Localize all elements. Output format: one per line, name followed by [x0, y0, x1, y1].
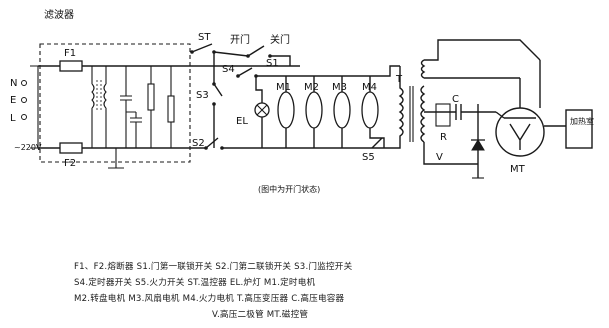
hv-capacitor-c-label: C — [452, 94, 459, 105]
wire-feed-left — [213, 51, 291, 66]
hv-capacitor-c — [424, 104, 478, 120]
s1-switch — [247, 45, 265, 57]
st-switch — [191, 43, 213, 53]
transformer-primary — [380, 66, 404, 149]
magnetron-leads — [495, 60, 541, 119]
lamp-el-cross — [256, 104, 268, 116]
s2-switch — [205, 137, 219, 149]
filter-capacitor-2 — [126, 111, 142, 148]
filament-winding — [420, 39, 541, 79]
fuse-f2 — [59, 142, 83, 154]
fuse-f1-label: F1 — [64, 48, 76, 59]
diagram-note: (图中为开门状态) — [258, 184, 320, 194]
terminal-e-label: E — [10, 95, 16, 106]
hv-loop — [423, 104, 479, 165]
magnetron-mt-label: MT — [510, 164, 526, 175]
wire-motor-bus-top — [256, 65, 400, 77]
s4-contact-a — [236, 74, 240, 78]
st-contact-a — [190, 50, 194, 54]
fuse-f1 — [59, 60, 83, 72]
st-label: ST — [198, 32, 211, 43]
terminal-n-label: N — [10, 78, 17, 89]
s4-switch — [237, 67, 253, 77]
filter-resistor-2 — [167, 95, 175, 123]
choke-right — [103, 66, 107, 148]
magnetron-internals — [504, 117, 536, 150]
ground-symbol — [108, 148, 124, 169]
heating-room-label: 加热室 — [570, 116, 594, 126]
s3-label: S3 — [196, 90, 209, 101]
filter-label: 滤波器 — [44, 8, 74, 21]
terminal-n — [21, 80, 27, 86]
terminal-e — [21, 97, 27, 103]
s2-label: S2 — [192, 138, 205, 149]
hv-diode-v — [471, 139, 485, 151]
input-bracket — [30, 65, 39, 149]
motor-m4 — [361, 76, 385, 148]
legend-block: F1、F2.熔断器 S1.门第一联锁开关 S2.门第二联锁开关 S3.门监控开关… — [0, 256, 609, 328]
transformer-secondary — [420, 85, 426, 143]
hv-resistor-r-label: R — [440, 132, 447, 143]
close-door-label: 关门 — [270, 33, 290, 46]
motor-m1 — [277, 76, 295, 148]
filter-resistor-1 — [147, 83, 155, 111]
s5-switch — [371, 137, 383, 149]
s1-label: S1 — [266, 58, 279, 69]
s3-switch — [213, 83, 223, 97]
open-door-label: 开门 — [230, 33, 250, 46]
transformer-t-label: T — [395, 74, 403, 85]
motor-m2 — [305, 76, 323, 148]
heating-room-box — [565, 109, 593, 149]
voltage-label: ~220V — [14, 143, 42, 152]
legend-line-4: V.高压二极管 MT.磁控管 — [212, 310, 309, 320]
hv-diode-v-label: V — [436, 152, 443, 163]
s5-label: S5 — [362, 152, 375, 163]
motor-m3 — [333, 76, 351, 148]
legend-line-1: F1、F2.熔断器 S1.门第一联锁开关 S2.门第二联锁开关 S3.门监控开关 — [74, 262, 353, 272]
lamp-wire — [255, 76, 263, 148]
fuse-f2-label: F2 — [64, 158, 76, 169]
hv-resistor-r — [435, 103, 451, 127]
motor-m2-label: M2 — [304, 82, 319, 93]
filter-capacitor-1 — [120, 66, 132, 148]
s4-label: S4 — [222, 64, 235, 75]
legend-line-3: M2.转盘电机 M3.风扇电机 M4.火力电机 T.高压变压器 C.高压电容器 — [74, 294, 345, 304]
choke-left — [91, 66, 95, 148]
motor-m1-label: M1 — [276, 82, 291, 93]
filter-dashed-box — [39, 43, 191, 163]
terminal-l — [21, 114, 27, 120]
lamp-el-label: EL — [236, 116, 248, 127]
legend-line-2: S4.定时器开关 S5.火力开关 ST.温控器 EL.炉灯 M1.定时电机 — [74, 278, 316, 288]
motor-m4-label: M4 — [362, 82, 377, 93]
motor-m3-label: M3 — [332, 82, 347, 93]
terminal-l-label: L — [10, 113, 16, 124]
